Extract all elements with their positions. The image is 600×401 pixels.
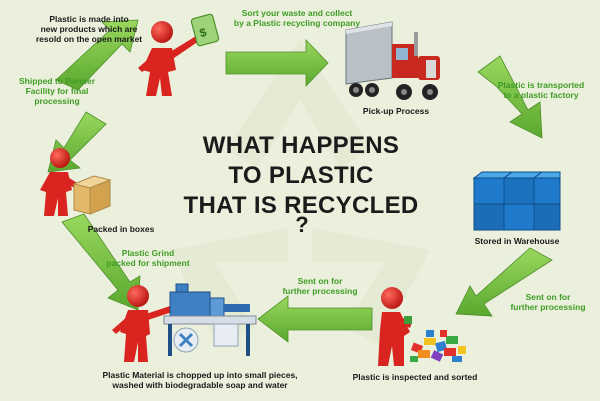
plastic-pile-icon	[404, 316, 466, 362]
truck-icon	[345, 21, 440, 100]
arrow-to-pickup	[225, 39, 329, 87]
arrow-to-market	[55, 19, 139, 91]
step-sent-right-label: Sent on for further processing	[510, 292, 586, 312]
arrow-to-inspect	[455, 247, 553, 317]
cardboard-box-icon	[72, 175, 112, 215]
arrow-to-warehouse	[477, 55, 543, 139]
step-sort-collect-label: Sort your waste and collect by a Plastic…	[233, 8, 361, 28]
stick-figure-icon	[40, 148, 82, 216]
step-shipped-label: Shipped to Partner Facility for final pr…	[18, 76, 96, 106]
shredder-machine-icon	[163, 283, 257, 356]
step-resold-label: Plastic is made into new products which …	[35, 14, 143, 44]
arrow-to-chopper	[257, 295, 373, 343]
stick-figure-icon	[378, 287, 412, 366]
step-transported-label: Plastic is transported to a plastic fact…	[497, 80, 585, 100]
step-stored-label: Stored in Warehouse	[474, 236, 560, 246]
warehouse-crates-icon	[472, 171, 561, 231]
step-chopped-label: Plastic Material is chopped up into smal…	[102, 370, 298, 390]
step-pickup-label: Pick-up Process	[362, 106, 430, 116]
question-mark: ?	[295, 212, 309, 237]
step-grind-label: Plastic Grind packed for shipment	[106, 248, 190, 268]
recycle-watermark-icon	[170, 40, 430, 345]
step-inspected-label: Plastic is inspected and sorted	[352, 372, 478, 382]
money-bag-icon: $	[190, 13, 220, 47]
infographic-title: WHAT HAPPENS TO PLASTIC THAT IS RECYCLED	[183, 132, 419, 219]
svg-text:$: $	[198, 25, 208, 40]
stick-figure-icon	[138, 21, 199, 96]
step-sent-mid-label: Sent on for further processing	[282, 276, 358, 296]
step-packed-label: Packed in boxes	[87, 224, 155, 234]
stick-figure-icon	[112, 285, 172, 362]
